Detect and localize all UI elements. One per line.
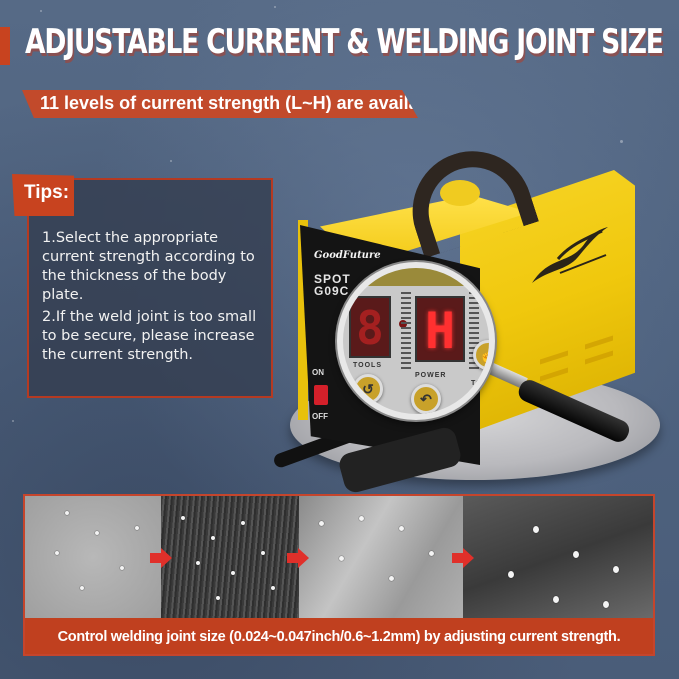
right-arrow-icon bbox=[150, 548, 172, 568]
comparison-caption: Control welding joint size (0.024~0.047i… bbox=[57, 629, 621, 645]
weld-spot bbox=[261, 551, 265, 555]
panel-top-strip bbox=[343, 268, 489, 286]
power-switch bbox=[314, 385, 328, 405]
weld-spot bbox=[271, 586, 275, 590]
tools-cycle-button: ↺ bbox=[353, 374, 383, 404]
weld-spot bbox=[389, 576, 394, 581]
page-title: ADJUSTABLE CURRENT & WELDING JOINT SIZE bbox=[25, 22, 664, 62]
weld-sample-1 bbox=[25, 496, 161, 618]
front-frame bbox=[298, 220, 308, 420]
tip-item-2: 2.If the weld joint is too small to be s… bbox=[42, 309, 257, 363]
weld-spot bbox=[231, 571, 235, 575]
weld-spot bbox=[181, 516, 185, 520]
weld-spot bbox=[508, 571, 514, 578]
tips-label: Tips: bbox=[24, 182, 70, 203]
level-bars-right bbox=[469, 292, 479, 370]
weld-spot bbox=[573, 551, 579, 558]
left-led-display: 8 bbox=[349, 296, 391, 358]
star-welder-swoosh-icon bbox=[532, 227, 608, 283]
weld-spot bbox=[603, 601, 609, 608]
subtitle-banner: 11 levels of current strength (L~H) are … bbox=[22, 90, 418, 118]
switch-off-label: OFF bbox=[312, 412, 328, 421]
weld-spot bbox=[429, 551, 434, 556]
power-return-button: ↶ bbox=[411, 384, 441, 414]
weld-sample-3 bbox=[299, 496, 463, 618]
weld-spot bbox=[80, 586, 84, 590]
weld-spot bbox=[319, 521, 324, 526]
model-line-2: G09C bbox=[314, 284, 350, 298]
model-name: SPOT G09C bbox=[314, 273, 351, 297]
weld-spot bbox=[55, 551, 59, 555]
title-accent-bar bbox=[0, 27, 10, 65]
tips-label-tag: Tips: bbox=[12, 174, 74, 216]
model-line-1: SPOT bbox=[314, 272, 351, 286]
cycle-arrow-icon: ↺ bbox=[362, 381, 374, 397]
right-led-display: H bbox=[415, 296, 465, 362]
tools-ok-label: TOOLS OK bbox=[471, 380, 490, 395]
weld-sample-4 bbox=[463, 496, 653, 618]
weld-spot bbox=[339, 556, 344, 561]
weld-spot bbox=[241, 521, 245, 525]
weld-spot bbox=[95, 531, 99, 535]
switch-on-label: ON bbox=[312, 368, 324, 377]
handle-grip bbox=[440, 180, 480, 206]
power-label: POWER bbox=[415, 372, 447, 379]
subtitle-text: 11 levels of current strength (L~H) are … bbox=[40, 93, 450, 113]
background-speck bbox=[40, 10, 42, 12]
right-arrow-icon bbox=[452, 548, 474, 568]
right-arrow-icon bbox=[287, 548, 309, 568]
weld-spot bbox=[216, 596, 220, 600]
brand-logo: GoodFuture bbox=[314, 250, 381, 261]
weld-spot bbox=[65, 511, 69, 515]
weld-spot bbox=[359, 516, 364, 521]
weld-sample-2 bbox=[161, 496, 299, 618]
level-bars-left bbox=[401, 292, 411, 370]
weld-spot bbox=[196, 561, 200, 565]
return-arrow-icon: ↶ bbox=[420, 391, 432, 407]
tools-ok-button: ☝ bbox=[473, 340, 495, 370]
weld-spot bbox=[135, 526, 139, 530]
background-speck bbox=[170, 160, 172, 162]
weld-spot bbox=[120, 566, 124, 570]
weld-spot bbox=[613, 566, 619, 573]
magnifier-lens-control-panel: 8 H TOOLS POWER TOOLS OK ↺ ↶ ☝ bbox=[337, 262, 495, 420]
weld-spot bbox=[553, 596, 559, 603]
background-speck bbox=[274, 6, 276, 8]
background-speck bbox=[12, 420, 14, 422]
tip-item-1: 1.Select the appropriate current strengt… bbox=[42, 230, 255, 303]
weld-spot bbox=[533, 526, 539, 533]
spot-welder-product-image: GoodFuture SPOT G09C ON OFF bbox=[272, 135, 679, 495]
weld-spot bbox=[399, 526, 404, 531]
weld-spot bbox=[211, 536, 215, 540]
touch-finger-icon: ☝ bbox=[479, 347, 495, 363]
weld-joint-comparison: Control welding joint size (0.024~0.047i… bbox=[23, 494, 655, 656]
tools-label: TOOLS bbox=[353, 362, 382, 369]
background-speck bbox=[620, 140, 623, 143]
